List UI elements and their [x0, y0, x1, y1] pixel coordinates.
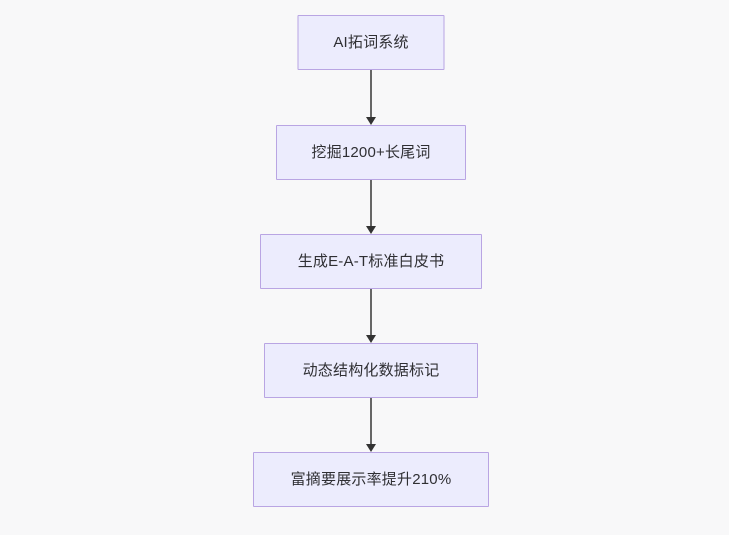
arrowhead-icon	[366, 226, 376, 234]
edge-line	[370, 70, 372, 118]
edge-line	[370, 180, 372, 227]
flow-node-label: 动态结构化数据标记	[302, 362, 440, 379]
arrowhead-icon	[366, 335, 376, 343]
flow-node-generate-eat-whitepaper[interactable]: 生成E-A-T标准白皮书	[260, 234, 482, 289]
flow-edge-n3-n4	[365, 289, 377, 343]
flow-node-ai-keyword-system[interactable]: AI拓词系统	[297, 15, 445, 70]
flow-node-label: 富摘要展示率提升210%	[290, 471, 452, 488]
edge-line	[370, 398, 372, 445]
flow-node-mine-longtail-keywords[interactable]: 挖掘1200+长尾词	[276, 125, 466, 180]
flow-edge-n4-n5	[365, 398, 377, 452]
edge-line	[370, 289, 372, 336]
flow-edge-n2-n3	[365, 180, 377, 234]
flow-node-label: 生成E-A-T标准白皮书	[297, 253, 445, 270]
arrowhead-icon	[366, 117, 376, 125]
flow-node-rich-snippet-rate-increase[interactable]: 富摘要展示率提升210%	[253, 452, 489, 507]
arrowhead-icon	[366, 444, 376, 452]
flow-node-label: AI拓词系统	[333, 34, 409, 51]
flow-node-dynamic-structured-data-markup[interactable]: 动态结构化数据标记	[264, 343, 478, 398]
flow-node-label: 挖掘1200+长尾词	[311, 144, 431, 161]
flow-edge-n1-n2	[365, 70, 377, 125]
